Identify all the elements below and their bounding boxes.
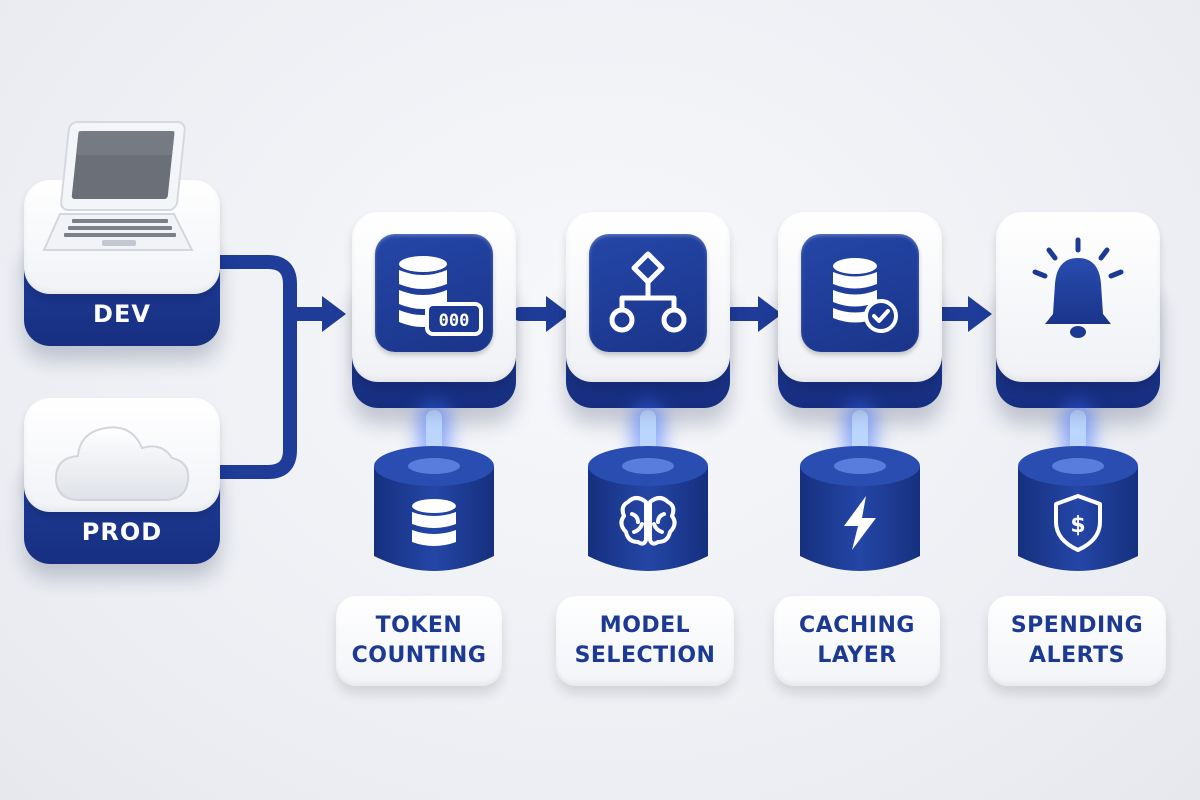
stage-icon-tile <box>1019 234 1137 352</box>
cloud-icon <box>54 426 190 501</box>
label-line-1: CACHING <box>799 613 915 638</box>
label-line-2: ALERTS <box>1029 643 1125 668</box>
label-spending-alerts: SPENDING ALERTS <box>988 596 1166 686</box>
label-line-1: SPENDING <box>1010 613 1144 638</box>
brain-icon <box>619 496 677 546</box>
dev-connector <box>205 255 297 479</box>
arrow-head-3 <box>968 296 992 332</box>
cylinder-spending-alerts: $ <box>1018 446 1138 571</box>
laptop-icon <box>42 121 194 251</box>
stage-icon-tile: 000 <box>375 234 493 352</box>
cylinder-model-selection <box>588 446 708 571</box>
database-icon <box>412 499 456 546</box>
stage-token-counting: 000 <box>352 212 516 408</box>
label-line-2: COUNTING <box>351 643 487 668</box>
stage-icon-tile <box>589 234 707 352</box>
stage-spending-alerts <box>996 212 1160 408</box>
source-dev-label: DEV <box>93 300 151 328</box>
lightning-icon <box>844 496 876 550</box>
counter-display: 000 <box>439 311 470 331</box>
stage-caching-layer <box>778 212 942 408</box>
arrow-head-merge <box>322 296 346 332</box>
decision-tree-icon <box>609 251 687 333</box>
glow-beam-1 <box>426 410 442 456</box>
label-line-2: SELECTION <box>574 643 716 668</box>
label-line-2: LAYER <box>817 643 897 668</box>
database-counter-icon: 000 <box>399 256 483 336</box>
shield-dollar-icon: $ <box>1054 494 1102 552</box>
label-model-selection: MODEL SELECTION <box>556 596 734 686</box>
source-prod-label: PROD <box>81 518 163 546</box>
glow-beam-2 <box>640 410 656 456</box>
cylinder-token-counting <box>374 446 494 571</box>
arrow-head-2 <box>758 296 782 332</box>
stage-icon-tile <box>801 234 919 352</box>
stage-model-selection <box>566 212 730 408</box>
label-line-1: TOKEN <box>375 613 463 638</box>
label-line-1: MODEL <box>599 613 691 638</box>
arrow-head-1 <box>546 296 570 332</box>
currency-symbol: $ <box>1070 513 1085 538</box>
cylinder-caching-layer <box>800 446 920 571</box>
label-caching-layer: CACHING LAYER <box>774 596 940 686</box>
glow-beam-3 <box>852 410 868 456</box>
bell-icon <box>1032 237 1124 338</box>
database-check-icon <box>833 258 898 333</box>
label-token-counting: TOKEN COUNTING <box>336 596 502 686</box>
glow-beam-4 <box>1070 410 1086 456</box>
